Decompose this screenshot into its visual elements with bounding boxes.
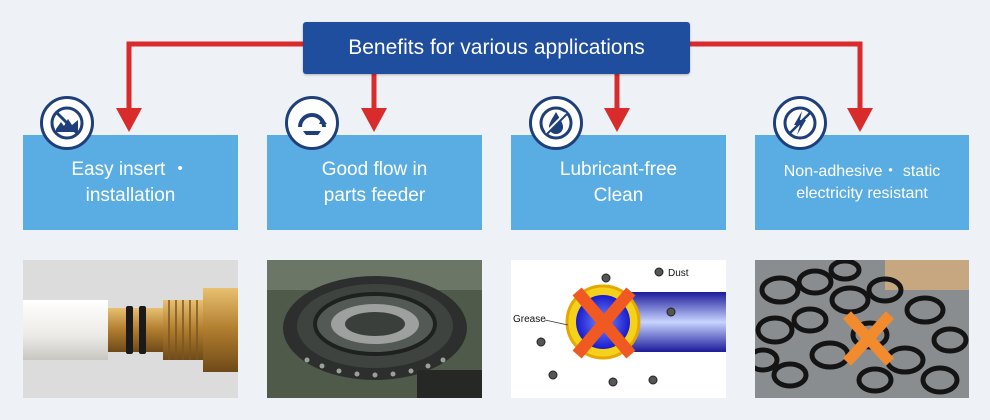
title-box: Benefits for various applications	[303, 22, 690, 74]
arrowhead-2	[361, 108, 387, 132]
title-text: Benefits for various applications	[348, 36, 645, 59]
card-easy-insert: Easy insert ・ installation	[23, 135, 238, 230]
card-label: Easy insert ・ installation	[71, 158, 190, 206]
arrow-to-card-4	[690, 41, 863, 110]
card-label: Non-adhesive・ static electricity resista…	[783, 162, 941, 202]
image-parts-feeder	[267, 260, 482, 398]
card-lubricant-free: Lubricant-free Clean	[511, 135, 726, 230]
arrowhead-3	[604, 108, 630, 132]
no-static-icon	[773, 96, 827, 150]
arrow-to-card-1	[126, 41, 303, 110]
image-orings-pile	[755, 260, 969, 398]
card-good-flow: Good flow in parts feeder	[267, 135, 482, 230]
broken-surface-no-icon	[40, 96, 94, 150]
grease-label: Grease	[513, 314, 546, 325]
card-non-adhesive: Non-adhesive・ static electricity resista…	[755, 135, 969, 230]
dust-label: Dust	[668, 268, 689, 279]
card-label: Lubricant-free Clean	[559, 158, 678, 206]
image-grease-dust-diagram: Dust Grease	[511, 260, 726, 398]
no-oil-drop-icon	[529, 96, 583, 150]
arrowhead-1	[116, 108, 142, 132]
image-fitting-installation	[23, 260, 238, 398]
rotation-gauge-icon	[285, 96, 339, 150]
card-label: Good flow in parts feeder	[321, 158, 428, 206]
arrowhead-4	[847, 108, 873, 132]
